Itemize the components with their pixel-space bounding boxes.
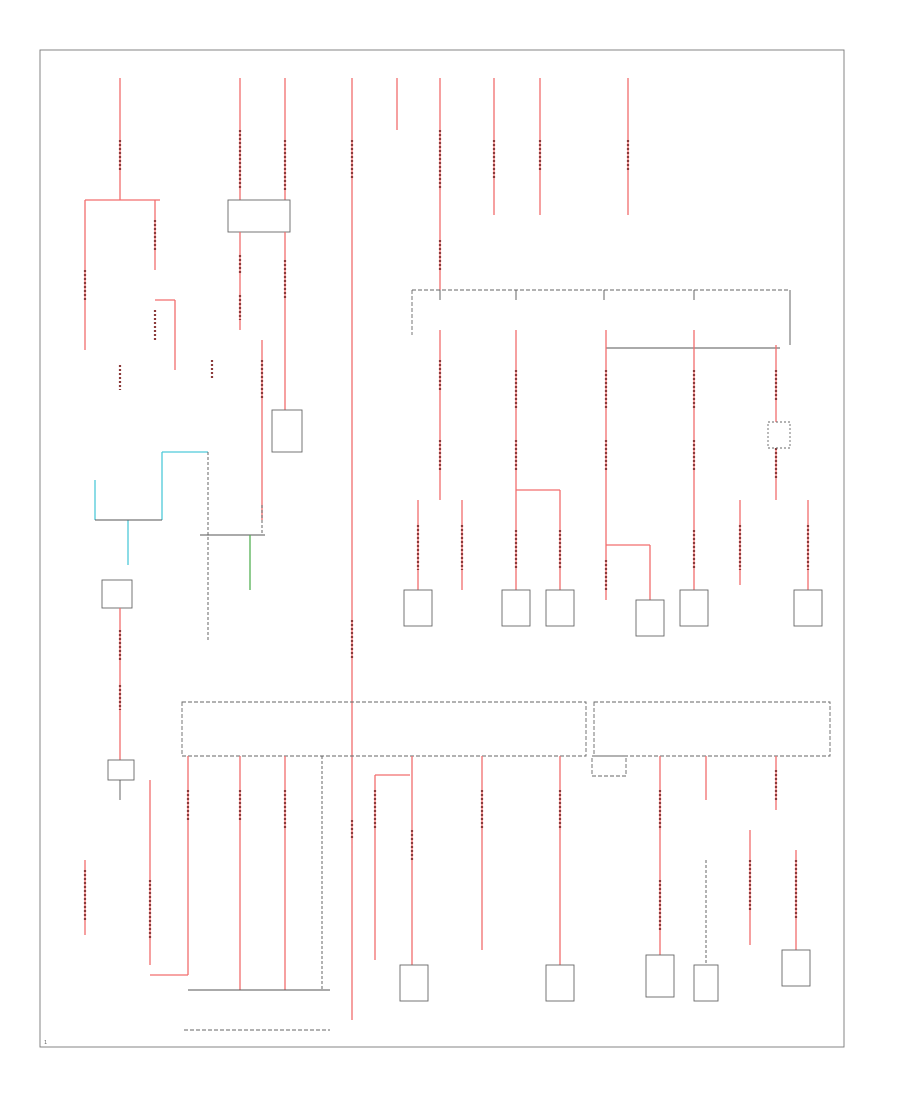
right-fuse-block-outline xyxy=(593,701,831,757)
lower-module-box-3 xyxy=(645,954,675,998)
main-vertical-feed xyxy=(350,78,630,1020)
upper-splice-bus xyxy=(411,289,810,600)
lower-module-box-1 xyxy=(399,964,429,1002)
diagram-frame xyxy=(39,49,845,1048)
left-signal-section xyxy=(83,451,265,965)
module-box-4 xyxy=(635,599,665,637)
fuse-column-2 xyxy=(210,78,303,520)
lower-dashed-box xyxy=(591,755,627,777)
module-box-3 xyxy=(545,589,575,627)
module-box-6 xyxy=(793,589,823,627)
top-left-feeds xyxy=(52,72,176,390)
lower-fuse-block-outline xyxy=(181,701,587,757)
relay-box-upper xyxy=(227,199,291,233)
lower-module-box-4 xyxy=(693,964,719,1002)
module-box-left-mid xyxy=(271,409,303,453)
module-box-7 xyxy=(767,421,791,449)
page-number: 1 xyxy=(44,1040,47,1046)
lower-module-box-2 xyxy=(545,964,575,1002)
battery-source-label-box xyxy=(52,72,100,100)
module-box-1 xyxy=(403,589,433,627)
lower-fuse-block xyxy=(150,701,831,1002)
upper-module-boxes xyxy=(403,421,823,637)
switch-box-left xyxy=(101,579,133,609)
module-box-5 xyxy=(679,589,709,627)
module-box-2 xyxy=(501,589,531,627)
lower-module-box-5 xyxy=(781,949,811,987)
relay-box-lower-left xyxy=(107,759,135,781)
